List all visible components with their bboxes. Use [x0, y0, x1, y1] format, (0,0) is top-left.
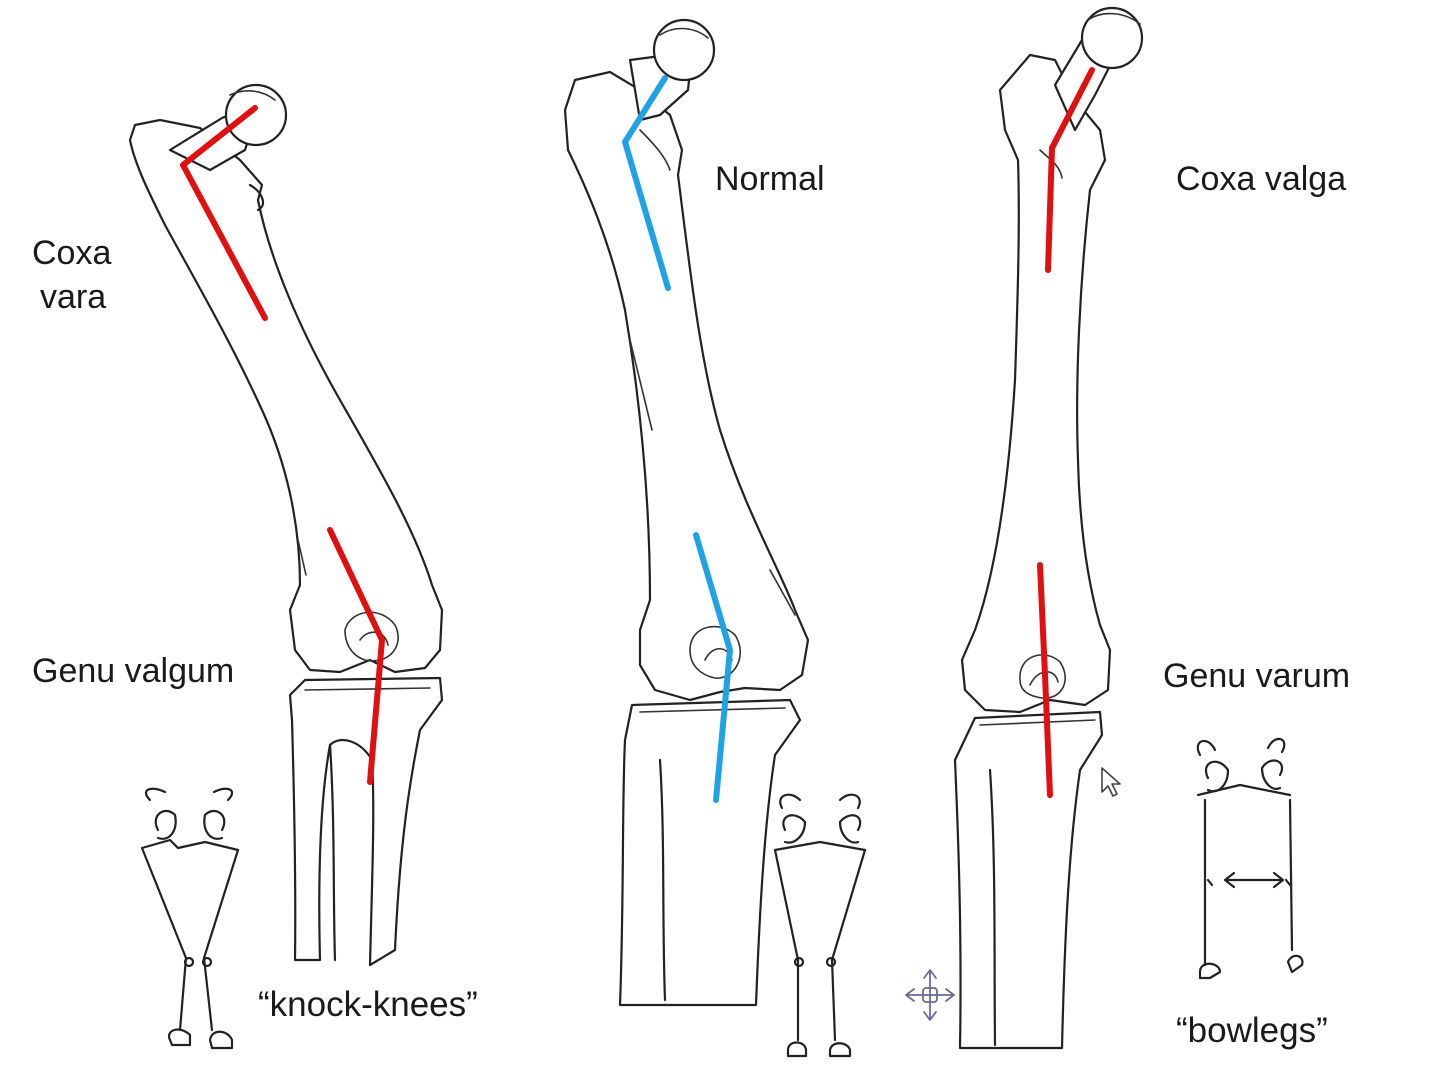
label-genu-valgum: Genu valgum: [32, 650, 234, 692]
label-genu-varum: Genu varum: [1163, 655, 1350, 697]
normal-legs-figure: [775, 795, 865, 1056]
knock-knees-figure: [142, 789, 238, 1048]
label-coxa-vara-line2: vara: [40, 276, 106, 318]
label-bowlegs: “bowlegs”: [1176, 1010, 1328, 1052]
femur-coxa-vara: [130, 85, 442, 965]
bowlegs-figure: [1198, 739, 1303, 978]
label-knock-knees: “knock-knees”: [258, 984, 478, 1026]
label-coxa-valga: Coxa valga: [1176, 158, 1346, 200]
femur-coxa-valga: [955, 8, 1142, 1048]
label-normal: Normal: [715, 158, 825, 200]
arrow-cursor-icon: [1102, 768, 1120, 796]
move-arrows-icon: [906, 970, 954, 1020]
label-coxa-vara-line1: Coxa: [32, 232, 111, 274]
